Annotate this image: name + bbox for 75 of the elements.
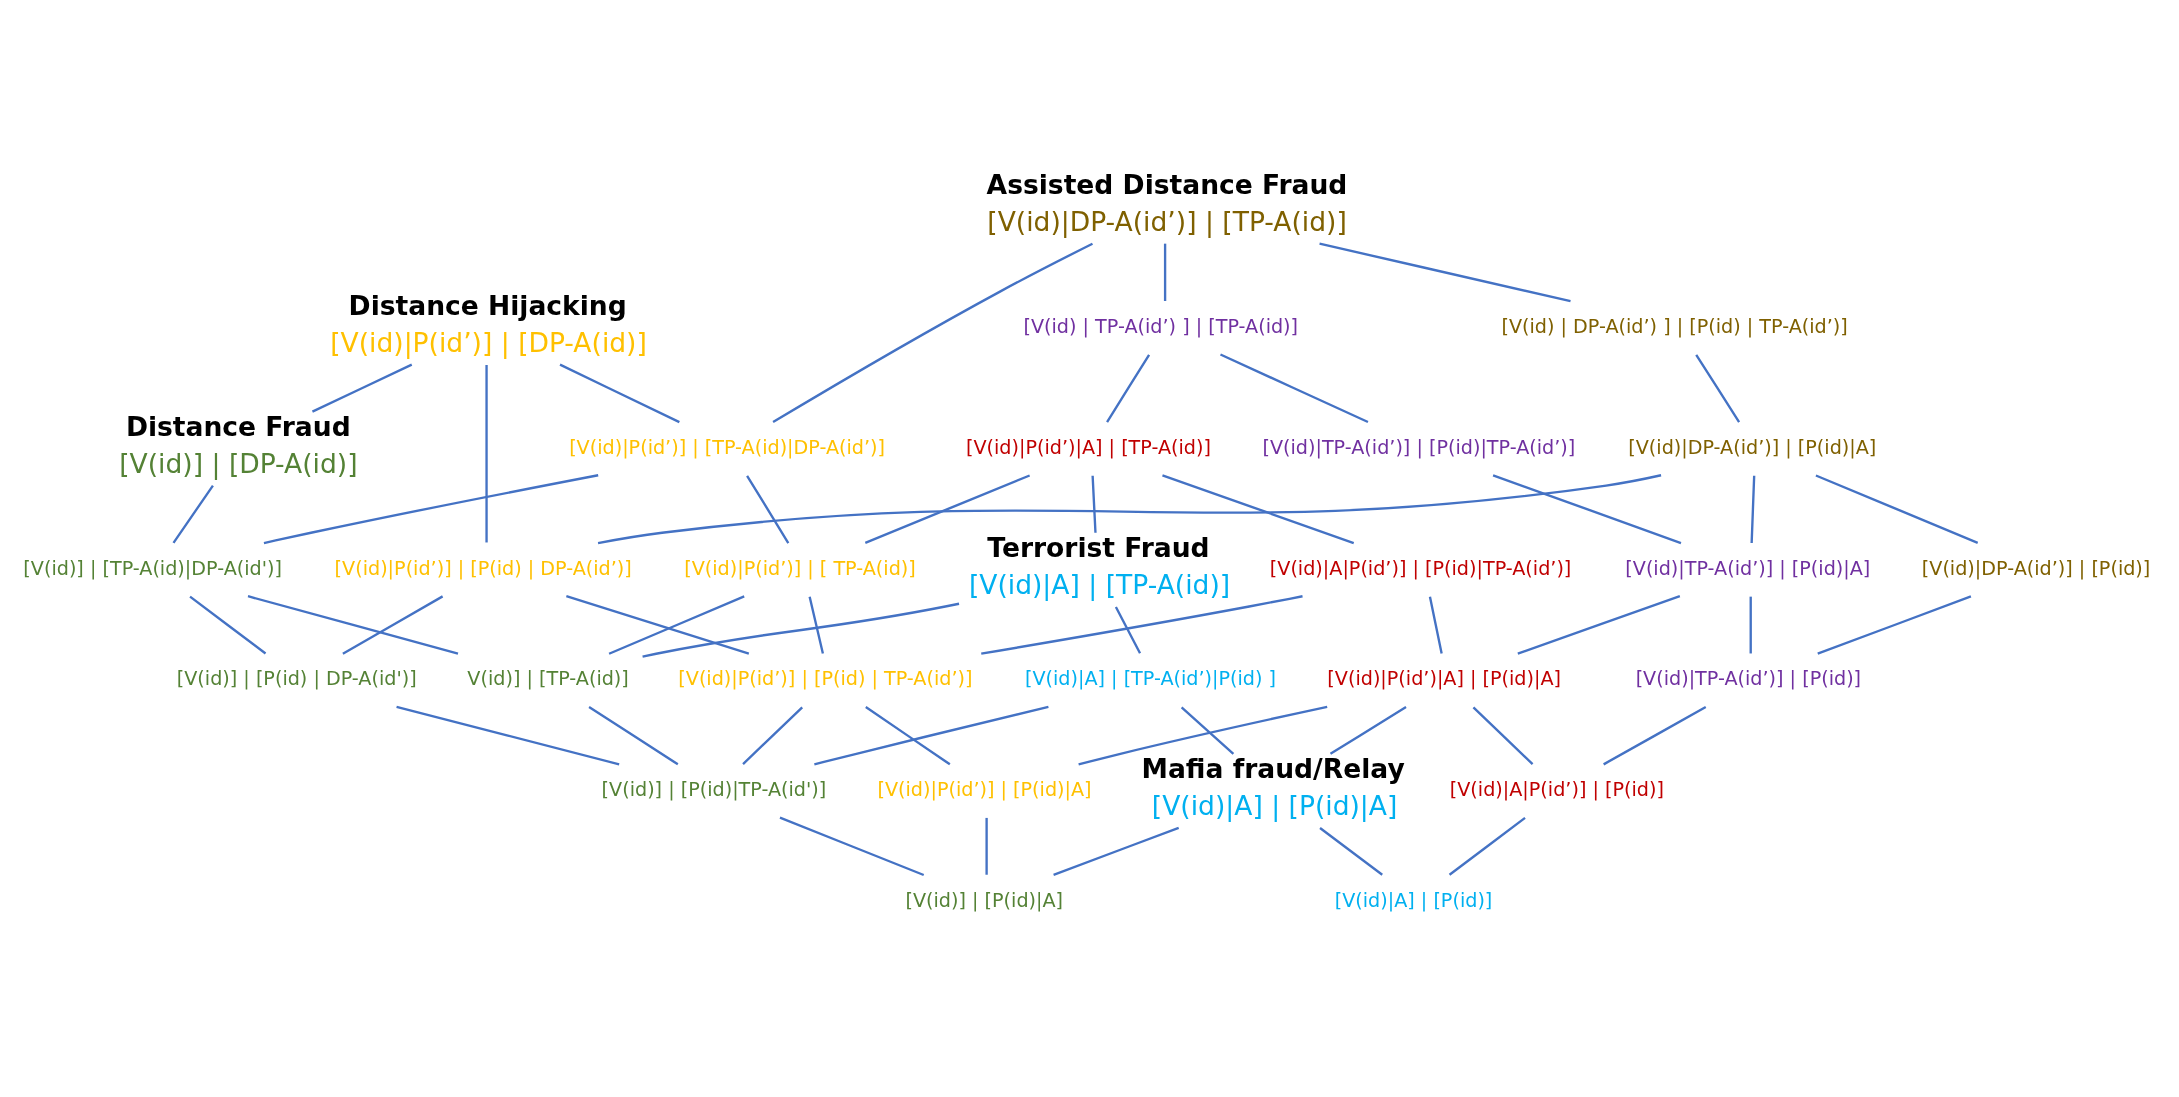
connector <box>1329 705 1407 755</box>
connector <box>1106 353 1151 423</box>
connector <box>1750 475 1756 543</box>
connector <box>311 363 413 413</box>
connector <box>172 484 214 544</box>
connector <box>396 705 620 765</box>
connector <box>1114 605 1142 654</box>
connector <box>1517 594 1681 655</box>
connector <box>342 594 444 655</box>
connector <box>1815 473 1979 544</box>
connector <box>1749 596 1752 653</box>
node-text: [V(id)|P(id’)] | [P(id)|A] <box>877 777 1092 801</box>
node-text: [V(id)|A] | [P(id)] <box>1334 888 1493 912</box>
connector <box>1448 816 1526 876</box>
connector <box>559 363 680 423</box>
node-text: [V(id)|P(id’)] | [TP-A(id)|DP-A(id’)] <box>569 435 886 459</box>
node-text: [V(id)|P(id’)] | [P(id) | TP-A(id’)] <box>678 666 973 690</box>
connector <box>642 602 960 658</box>
node-text: [V(id) | TP-A(id’) ] | [TP-A(id)] <box>1023 314 1299 338</box>
connector <box>985 817 988 875</box>
node-text: [V(id)] | [TP-A(id)|DP-A(id')] <box>23 556 282 580</box>
node-text: [V(id) | DP-A(id’) ] | [P(id) | TP-A(id’)] <box>1501 314 1848 338</box>
connector <box>485 364 488 542</box>
node-text: [V(id)] | [P(id)|TP-A(id')] <box>601 777 827 801</box>
connector <box>864 473 1031 544</box>
node-text: [V(id)|A] | [TP-A(id’)|P(id) ] <box>1024 666 1277 690</box>
connector <box>1219 352 1369 423</box>
connector <box>814 705 1049 765</box>
node-text: [V(id)|P(id’)|A] | [TP-A(id)] <box>965 435 1211 459</box>
connector <box>247 594 459 655</box>
connector <box>1428 595 1443 654</box>
connector <box>1319 242 1571 302</box>
connector <box>1319 826 1383 876</box>
connector <box>808 595 825 654</box>
connector <box>608 594 745 655</box>
connector <box>1817 594 1972 655</box>
connector <box>189 595 267 654</box>
node-text: [V(id)] | [P(id) | DP-A(id')] <box>176 666 417 690</box>
node-text: [V(id)|TP-A(id’)] | [P(id)|TP-A(id’)] <box>1262 435 1576 459</box>
connector <box>981 594 1303 655</box>
connector <box>1472 705 1534 765</box>
connector <box>588 705 679 765</box>
node-text: [V(id)|P(id’)] | [P(id) | DP-A(id’)] <box>334 556 632 580</box>
node-text: V(id)] | [TP-A(id)] <box>467 666 629 690</box>
node-text: [V(id)|TP-A(id’)] | [P(id)|A] <box>1625 556 1871 580</box>
node-text: [V(id)|DP-A(id’)] | [P(id)|A] <box>1628 435 1877 459</box>
node-text: Distance Hijacking [V(id)|P(id’)] | [DP-A(id)] <box>330 289 647 358</box>
connector <box>1180 705 1235 755</box>
connector <box>1695 353 1741 423</box>
node-text: Terrorist Fraud [V(id)|A] | [TP-A(id)] <box>968 531 1231 600</box>
connector <box>772 242 1093 423</box>
connector <box>263 473 599 544</box>
connector <box>865 705 951 765</box>
node-text: Distance Fraud [V(id)] | [DP-A(id)] <box>119 410 358 479</box>
node-text: [V(id)|A|P(id’)] | [P(id)|TP-A(id’)] <box>1269 556 1572 580</box>
node-text: [V(id)|DP-A(id’)] | [P(id)] <box>1921 556 2151 580</box>
connector <box>1078 705 1328 765</box>
connector <box>1492 473 1682 544</box>
node-text: [V(id)|P(id’)|A] | [P(id)|A] <box>1327 666 1562 690</box>
connector <box>1603 705 1707 765</box>
connector <box>1163 243 1167 301</box>
connector <box>746 474 790 544</box>
connector <box>742 705 804 765</box>
connector <box>779 816 925 876</box>
node-text: [V(id)|P(id’)] | [ TP-A(id)] <box>684 556 916 580</box>
connector <box>566 594 750 655</box>
connector <box>1162 473 1355 544</box>
node-text: [V(id)] | [P(id)|A] <box>905 888 1064 912</box>
node-text: Mafia fraud/Relay [V(id)|A] | [P(id)|A] <box>1141 752 1405 821</box>
node-text: [V(id)|TP-A(id’)] | [P(id)] <box>1635 666 1862 690</box>
connector <box>1091 475 1097 533</box>
node-text: Assisted Distance Fraud [V(id)|DP-A(id’)] | [TP-A(id)] <box>986 168 1348 237</box>
connector <box>597 473 1662 544</box>
node-text: [V(id)|A|P(id’)] | [P(id)] <box>1449 777 1664 801</box>
connector <box>1053 826 1180 876</box>
